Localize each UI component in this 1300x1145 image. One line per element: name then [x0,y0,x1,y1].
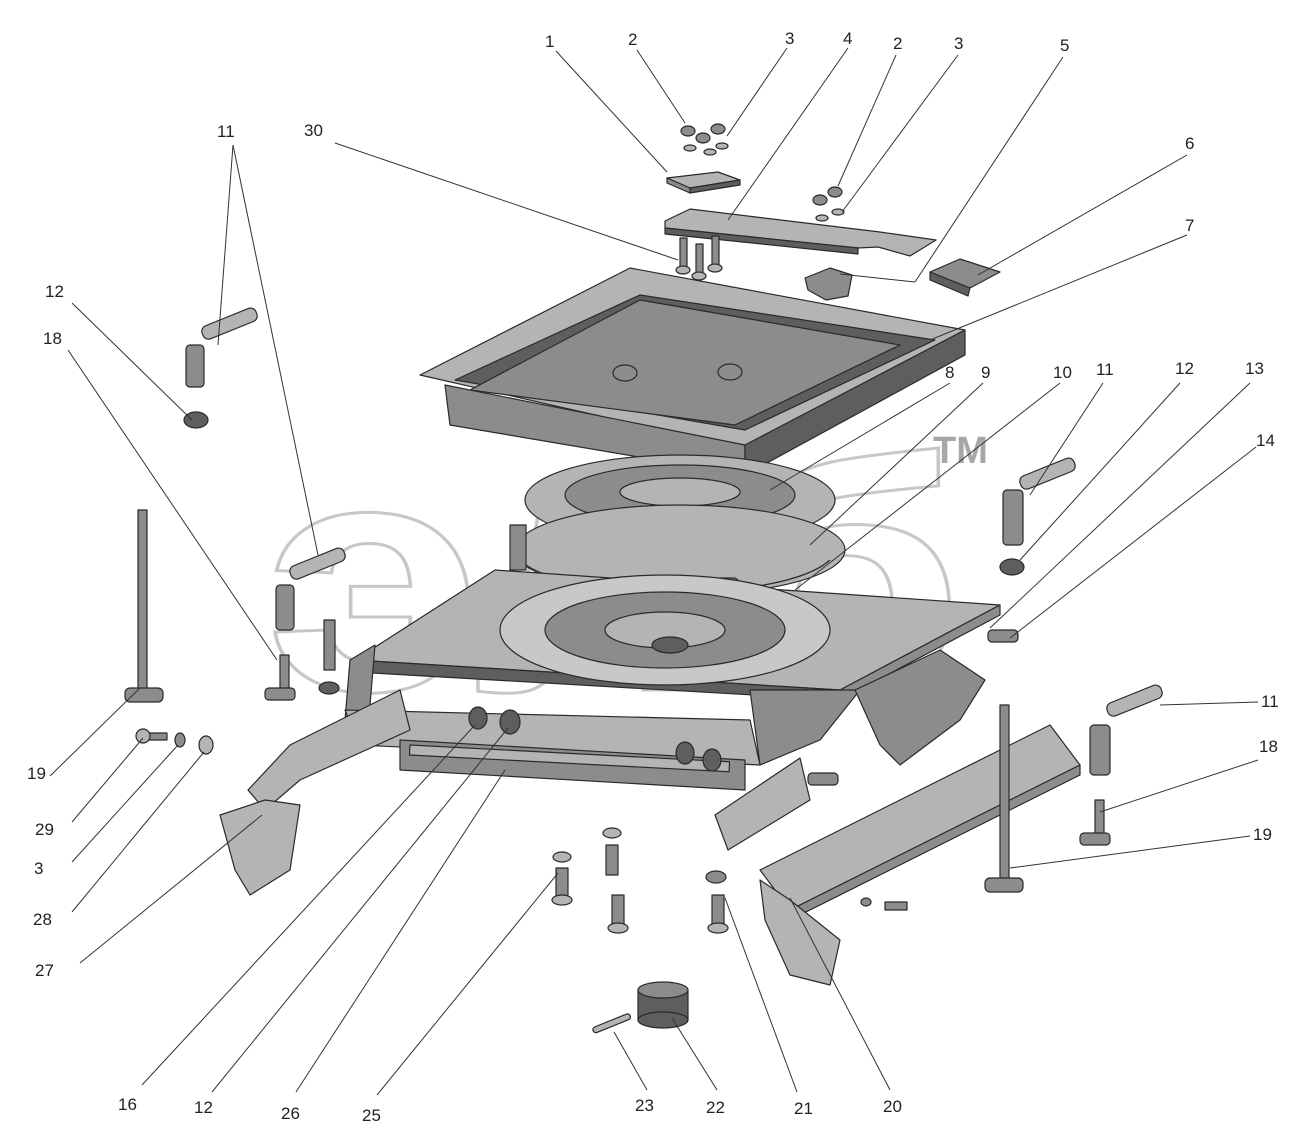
part-nuts-frame [468,629,1019,786]
callout-label: 12 [45,282,64,301]
part-handles [183,307,1163,776]
callout-label: 19 [1253,825,1272,844]
callout-label: 16 [118,1095,137,1114]
callout-label: 12 [1175,359,1194,378]
part-nuts-top [680,123,845,222]
callout-label: 1 [545,32,554,51]
callout-label: 2 [893,34,902,53]
part-bracket [804,267,853,301]
callout-label: 23 [635,1096,654,1115]
part-cotter-pin [592,1013,632,1034]
callout-label: 3 [954,34,963,53]
callout-label: 20 [883,1097,902,1116]
callout-label: 27 [35,961,54,980]
callout-label: 2 [628,30,637,49]
leader-lines [49,47,1259,1096]
callout-labels: 1 2 3 4 2 3 5 30 6 7 11 12 18 8 9 10 11 … [27,29,1279,1125]
callout-label: 12 [194,1098,213,1117]
callout-label: 10 [1053,363,1072,382]
part-rail-right [759,724,1081,986]
callout-label: 21 [794,1099,813,1118]
callout-label: 8 [945,363,954,382]
part-bolt-washers [135,728,908,911]
callout-label: 6 [1185,134,1194,153]
callout-label: 13 [1245,359,1264,378]
callout-label: 11 [217,122,235,141]
part-swivel-ring [509,454,846,596]
callout-label: 5 [1060,36,1069,55]
callout-label: 18 [43,329,62,348]
callout-label: 11 [1096,360,1114,379]
part-small-pins [264,619,1111,846]
part-bolts-30 [675,235,723,281]
callout-label: 22 [706,1098,725,1117]
callout-label: 19 [27,764,46,783]
part-castle-nut [637,981,689,1029]
part-lower-frame [247,644,986,851]
callout-label: 28 [33,910,52,929]
callout-label: 3 [34,859,43,878]
callout-label: 7 [1185,216,1194,235]
callout-label: 26 [281,1104,300,1123]
callout-label: 25 [362,1106,381,1125]
callout-label: 30 [304,121,323,140]
callout-label: 11 [1261,692,1279,711]
watermark-tm: TM [933,430,988,472]
part-base-plate [354,569,1001,701]
parts [124,123,1163,1034]
callout-label: 18 [1259,737,1278,756]
part-seat-tray [419,267,966,476]
callout-label: 14 [1256,431,1275,450]
part-guide-foot-left [219,799,301,896]
part-bolts-lower [551,827,729,934]
part-pins [124,509,1024,893]
callout-label: 9 [981,363,990,382]
callout-label: 4 [843,29,852,48]
callout-label: 29 [35,820,54,839]
callout-label: 3 [785,29,794,48]
